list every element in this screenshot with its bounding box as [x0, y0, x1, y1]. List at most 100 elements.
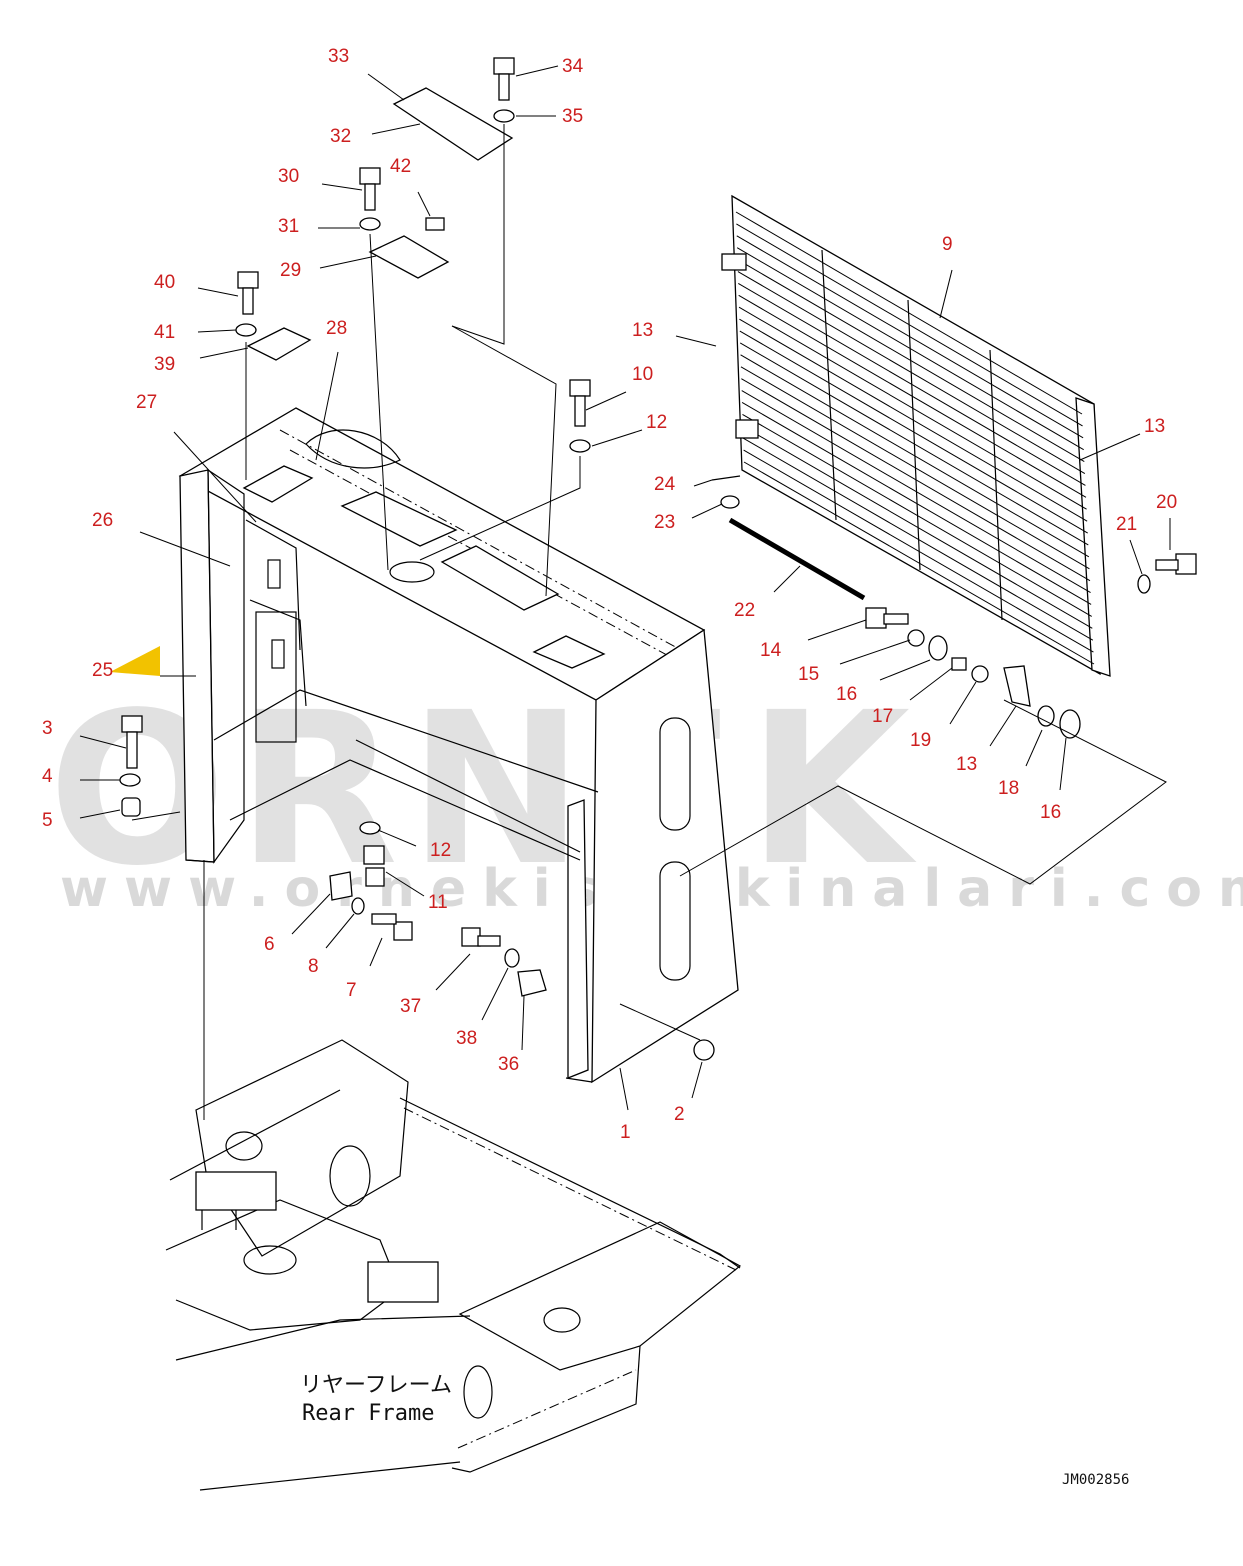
- pin-17: [951, 657, 967, 671]
- leader-line: [385, 871, 425, 897]
- leader-line: [197, 329, 237, 333]
- callout-21: 21: [1116, 514, 1137, 535]
- bolt-34: [493, 57, 515, 101]
- leader-line: [521, 995, 525, 1051]
- callout-13: 13: [632, 320, 653, 341]
- callout-40: 40: [154, 272, 175, 293]
- washer-23: [720, 495, 740, 509]
- cover-plate-29: [368, 235, 450, 279]
- leader-line: [693, 479, 713, 487]
- clip-42: [425, 217, 445, 231]
- washer-15: [907, 629, 925, 647]
- leader-line: [515, 65, 559, 77]
- callout-20: 20: [1156, 492, 1177, 513]
- callout-5: 5: [42, 810, 53, 831]
- bolt-20: [1155, 553, 1197, 575]
- callout-9: 9: [942, 234, 953, 255]
- bolt-3: [121, 715, 143, 769]
- assembly-guide-line: [451, 325, 557, 597]
- callout-13: 13: [956, 754, 977, 775]
- callout-11: 11: [428, 892, 448, 913]
- assembly-guide-line: [451, 124, 505, 345]
- leader-line: [1059, 737, 1067, 791]
- drawing-id: JM002856: [1062, 1472, 1129, 1488]
- bolt-40: [237, 271, 259, 315]
- radiator-grille: [721, 194, 1111, 677]
- callout-41: 41: [154, 322, 175, 343]
- bracket-6: [329, 871, 353, 901]
- cap-2: [693, 1039, 715, 1061]
- leader-line: [879, 659, 931, 681]
- washer-4: [119, 773, 141, 787]
- washer-8: [351, 897, 365, 915]
- assembly-guide-line: [679, 699, 1167, 885]
- leader-line: [1025, 729, 1043, 767]
- leader-line: [371, 123, 421, 135]
- washer-12-top: [569, 439, 591, 453]
- nut-18: [1037, 705, 1055, 727]
- leader-line: [585, 391, 627, 411]
- bushing-5: [121, 797, 141, 817]
- leader-line: [319, 255, 377, 269]
- bolt-10: [569, 379, 591, 427]
- leader-line: [173, 431, 257, 523]
- cover-plate-33: [392, 87, 514, 161]
- callout-18: 18: [998, 778, 1019, 799]
- callout-36: 36: [498, 1054, 519, 1075]
- callout-29: 29: [280, 260, 301, 281]
- callout-19: 19: [910, 730, 931, 751]
- callout-28: 28: [326, 318, 347, 339]
- leader-line: [691, 503, 723, 519]
- callout-17: 17: [872, 706, 893, 727]
- leader-line: [321, 183, 363, 191]
- assembly-guide-line: [369, 233, 389, 571]
- callout-23: 23: [654, 512, 675, 533]
- rod-22: [728, 517, 866, 601]
- washer-16a: [928, 635, 948, 661]
- washer-35: [493, 109, 515, 123]
- callout-13: 13: [1144, 416, 1165, 437]
- nut-11: [363, 845, 385, 865]
- rear-frame-label-japanese: リヤーフレーム: [300, 1373, 452, 1398]
- callout-14: 14: [760, 640, 782, 661]
- main-frame: [178, 407, 739, 1084]
- assembly-guide-line: [619, 1003, 701, 1041]
- leader-line: [291, 893, 331, 935]
- bracket-13: [1003, 665, 1031, 707]
- rear-frame-label-english: Rear Frame: [302, 1401, 434, 1426]
- callout-2: 2: [674, 1104, 685, 1125]
- cover-plate-39: [246, 327, 312, 361]
- leader-line: [939, 269, 953, 319]
- assembly-guide-line: [131, 811, 181, 821]
- leader-line: [619, 1067, 629, 1111]
- leader-line: [79, 809, 121, 819]
- nut-19: [971, 665, 989, 683]
- callout-35: 35: [562, 106, 583, 127]
- pin-24: [711, 475, 741, 481]
- callout-24: 24: [654, 474, 676, 495]
- callout-37: 37: [400, 996, 421, 1017]
- callout-42: 42: [390, 156, 411, 177]
- leader-line: [315, 351, 339, 461]
- washer-41: [235, 323, 257, 337]
- rear-frame: [165, 1039, 742, 1491]
- leader-line: [773, 565, 801, 593]
- callout-33: 33: [328, 46, 349, 67]
- watermark-accent-icon: [110, 646, 160, 676]
- leader-line: [417, 191, 431, 217]
- callout-8: 8: [308, 956, 319, 977]
- callout-31: 31: [278, 216, 299, 237]
- leader-line: [481, 967, 509, 1021]
- leader-line: [675, 335, 717, 347]
- callout-27: 27: [136, 392, 157, 413]
- leader-line: [989, 705, 1017, 747]
- hardware-parts: [119, 57, 1197, 1061]
- callout-30: 30: [278, 166, 299, 187]
- callout-39: 39: [154, 354, 175, 375]
- leader-line: [197, 287, 239, 297]
- washer-21: [1137, 574, 1151, 594]
- callout-32: 32: [330, 126, 351, 147]
- leader-line: [839, 639, 911, 665]
- leader-line: [1129, 539, 1143, 575]
